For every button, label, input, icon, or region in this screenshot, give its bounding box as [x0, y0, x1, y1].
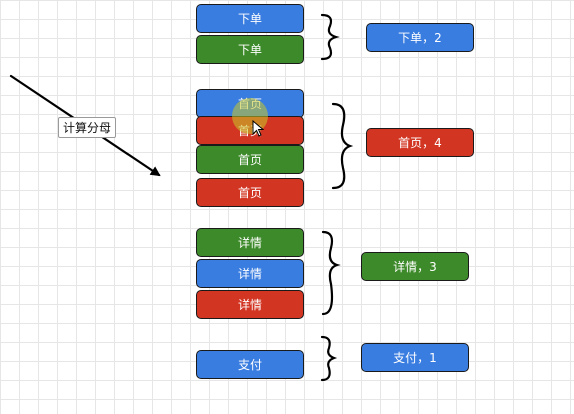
brace-group-1 [320, 13, 340, 61]
summary-shouye[interactable]: 首页，4 [366, 128, 474, 157]
mouse-cursor-icon [252, 120, 265, 137]
box-xiadan-1[interactable]: 下单 [196, 4, 304, 33]
summary-xiangqing[interactable]: 详情，3 [361, 252, 469, 281]
box-shouye-4[interactable]: 首页 [196, 178, 304, 207]
arrow-note-label: 计算分母 [58, 117, 117, 138]
brace-group-2 [331, 102, 354, 190]
box-xiangqing-3[interactable]: 详情 [196, 290, 304, 319]
box-xiadan-2[interactable]: 下单 [196, 35, 304, 64]
summary-xiadan[interactable]: 下单，2 [366, 23, 474, 52]
box-xiangqing-1[interactable]: 详情 [196, 228, 304, 257]
brace-group-4 [320, 335, 338, 382]
box-xiangqing-2[interactable]: 详情 [196, 259, 304, 288]
box-shouye-3[interactable]: 首页 [196, 145, 304, 174]
summary-zhifu[interactable]: 支付，1 [361, 343, 469, 372]
box-zhifu-1[interactable]: 支付 [196, 350, 304, 379]
brace-group-3 [321, 230, 341, 316]
